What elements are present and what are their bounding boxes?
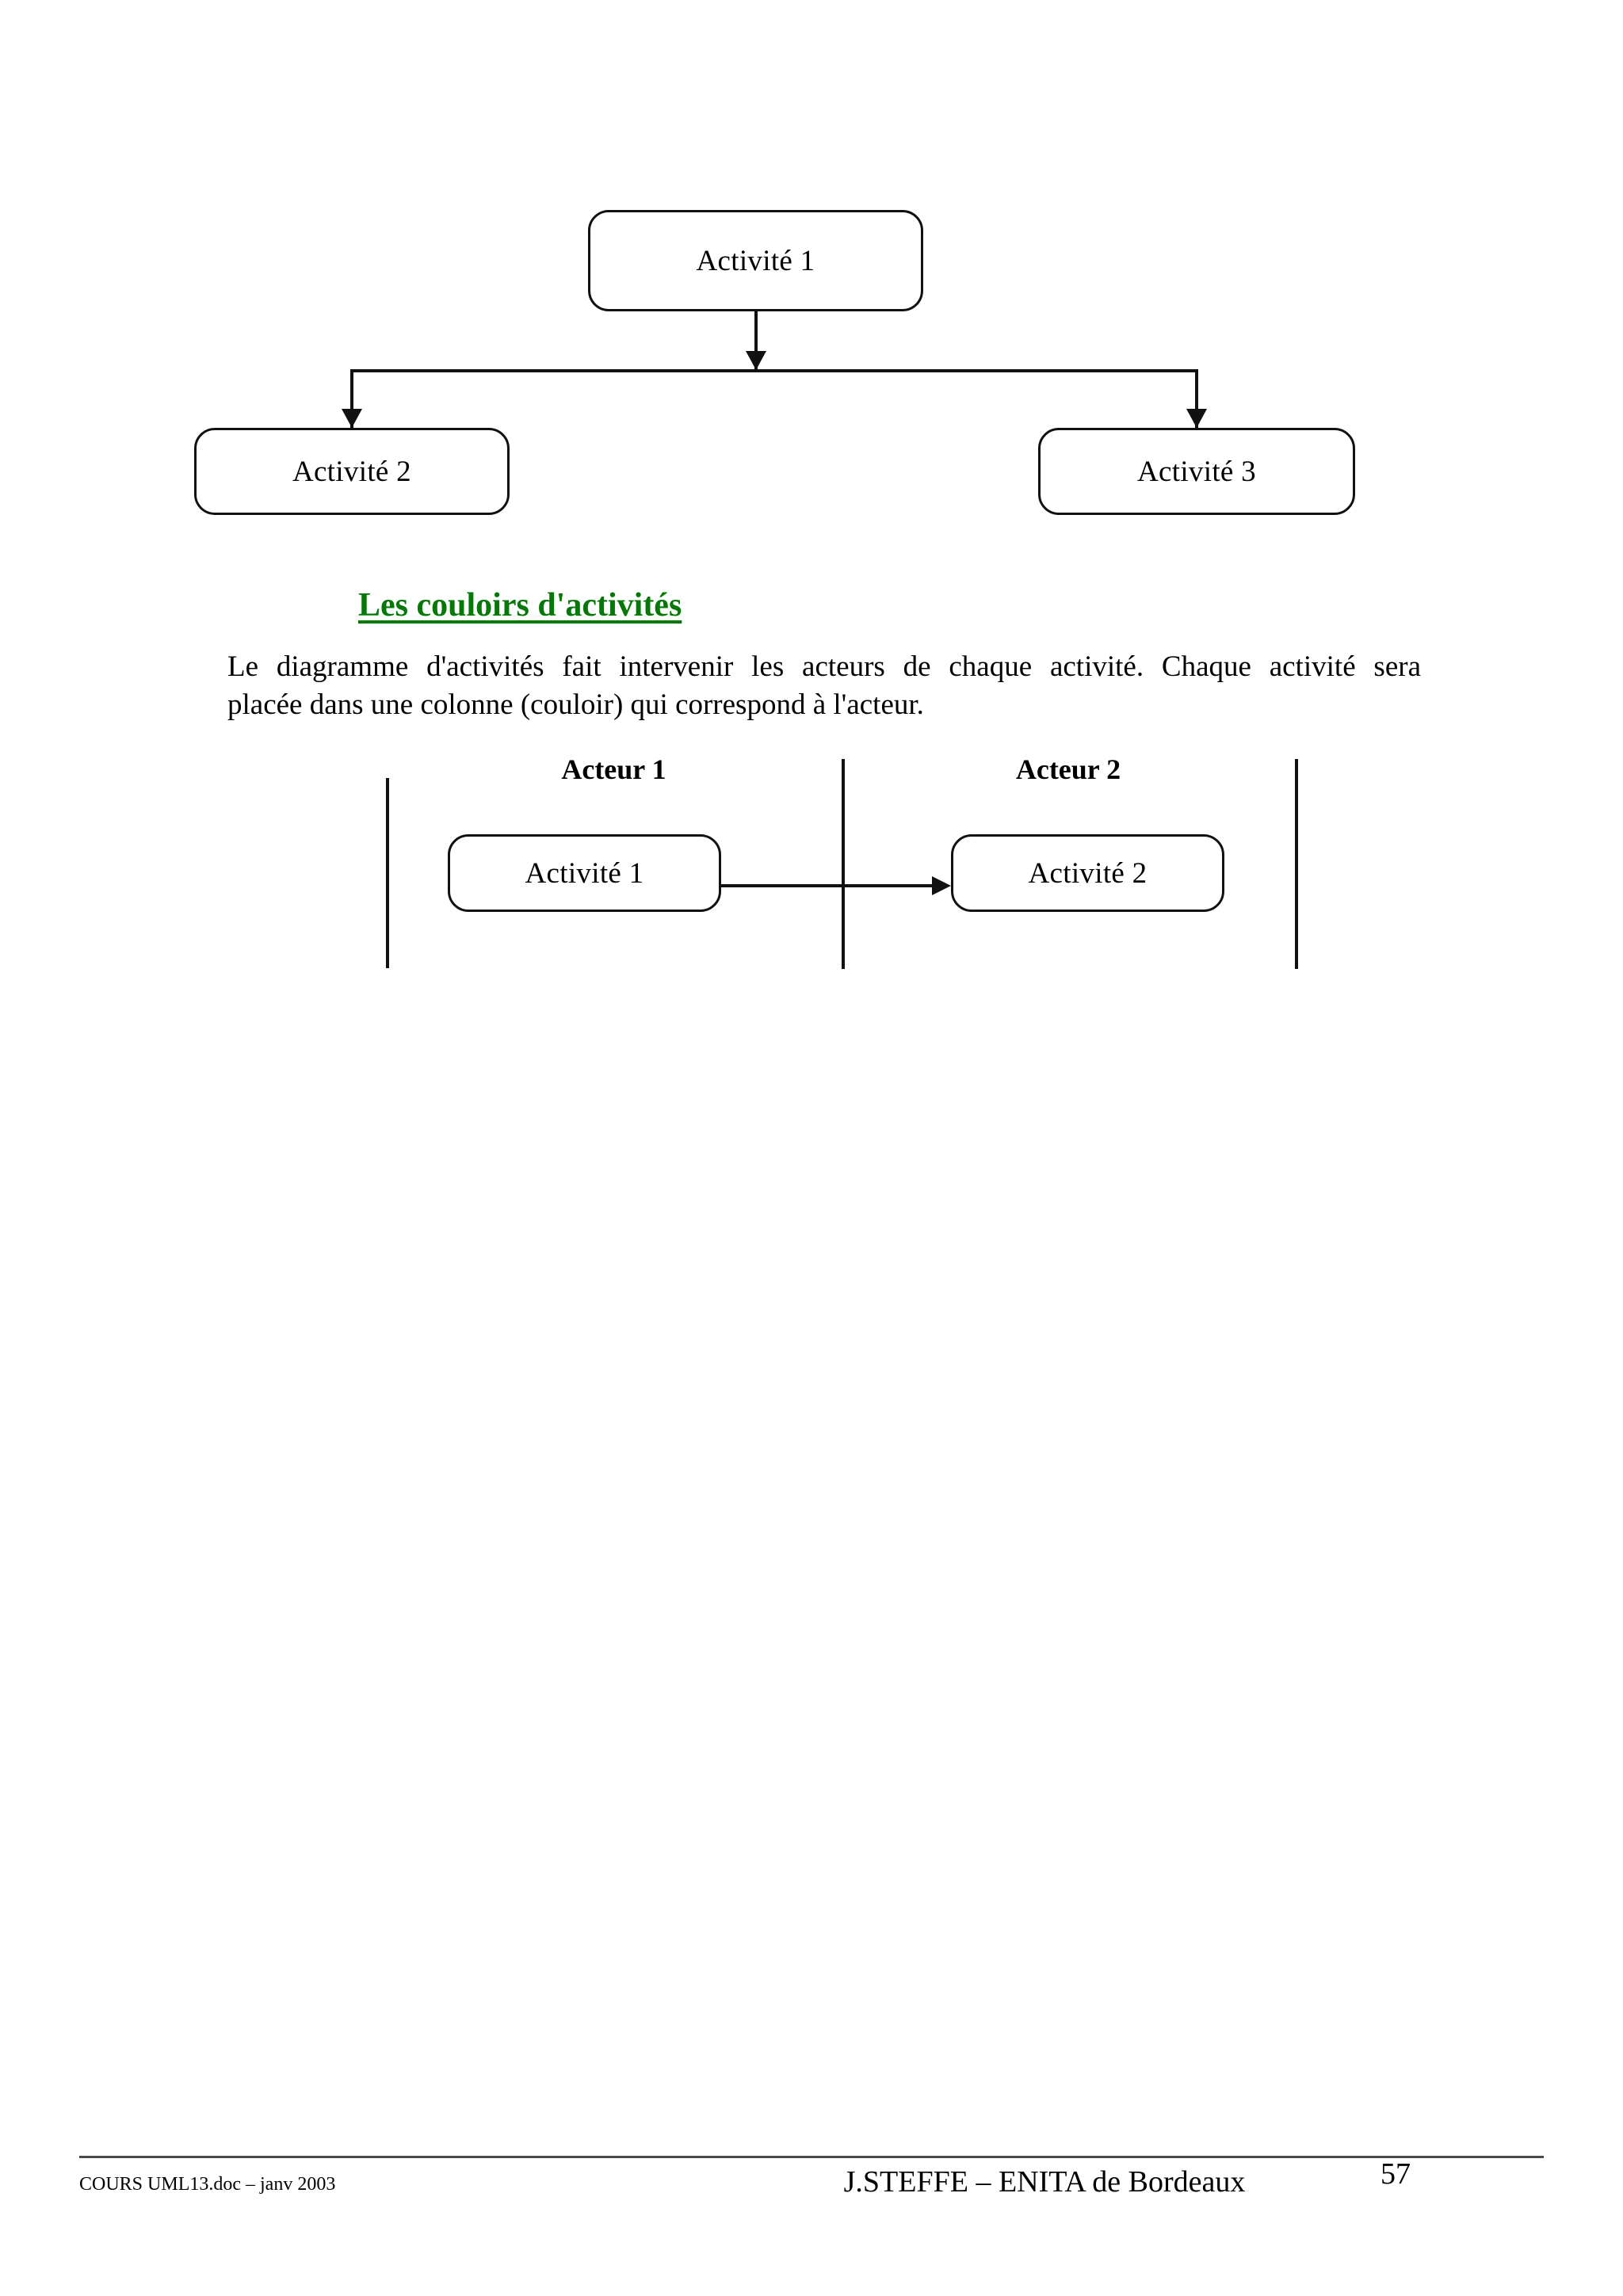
fork-stem-line bbox=[754, 311, 758, 370]
fork-branch-left-line bbox=[350, 369, 353, 431]
footer-divider bbox=[79, 2156, 1544, 2158]
section-heading-couloirs-activites: Les couloirs d'activités bbox=[358, 587, 682, 624]
swimlane-title-acteur-2: Acteur 2 bbox=[1015, 753, 1121, 785]
swimlane-activity-box-activite-1[interactable]: Activité 1 bbox=[448, 834, 721, 912]
activity-box-label: Activité 1 bbox=[525, 856, 644, 890]
swimlane-title-acteur-1: Acteur 1 bbox=[561, 753, 666, 785]
swimlane-separator-left bbox=[386, 778, 389, 968]
swimlane-transition-line bbox=[721, 884, 943, 887]
swimlane-activity-box-activite-2[interactable]: Activité 2 bbox=[951, 834, 1224, 912]
paragraph-line: Le diagramme d'activités fait intervenir… bbox=[227, 650, 1421, 683]
activity-box-label: Activité 2 bbox=[1028, 856, 1148, 890]
footer-center-text: J.STEFFE – ENITA de Bordeaux bbox=[843, 2165, 1246, 2199]
activity-box-label: Activité 1 bbox=[696, 244, 815, 277]
fork-stem-arrowhead bbox=[746, 351, 766, 370]
fork-branch-left-arrowhead bbox=[342, 409, 362, 428]
fork-branch-right-line bbox=[1195, 369, 1198, 431]
swimlane-transition-arrowhead bbox=[932, 876, 951, 895]
swimlane-separator-middle bbox=[842, 759, 845, 969]
activity-box-activite-1[interactable]: Activité 1 bbox=[588, 210, 923, 311]
activity-box-label: Activité 2 bbox=[292, 455, 411, 488]
section-paragraph: Le diagramme d'activités fait intervenir… bbox=[227, 648, 1421, 724]
paragraph-line: placée dans une colonne (couloir) qui co… bbox=[227, 688, 924, 722]
footer-left-text: COURS UML13.doc – janv 2003 bbox=[79, 2174, 336, 2195]
activity-box-activite-2[interactable]: Activité 2 bbox=[194, 428, 510, 515]
fork-branch-right-arrowhead bbox=[1186, 409, 1207, 428]
activity-box-label: Activité 3 bbox=[1137, 455, 1256, 488]
swimlane-separator-right bbox=[1295, 759, 1298, 969]
footer-page-number: 57 bbox=[1381, 2157, 1411, 2191]
activity-box-activite-3[interactable]: Activité 3 bbox=[1038, 428, 1355, 515]
fork-bar bbox=[350, 369, 1198, 372]
